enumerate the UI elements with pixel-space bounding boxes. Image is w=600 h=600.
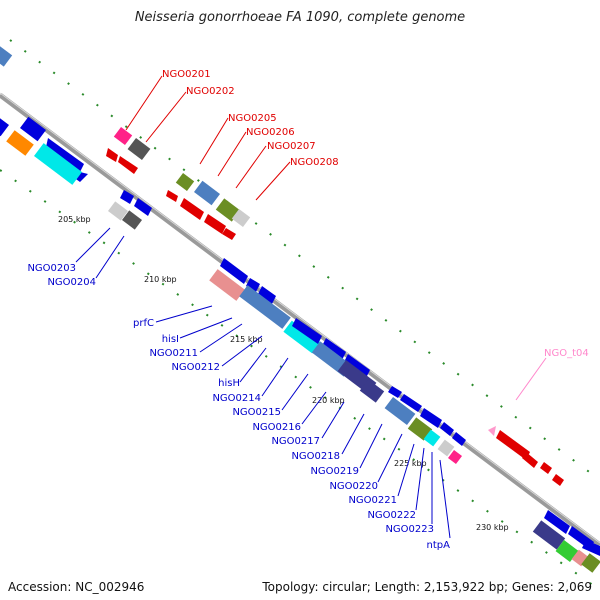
gene-feature — [113, 126, 133, 146]
gene-feature — [440, 422, 454, 436]
tick-label: 225 kbp — [394, 459, 427, 468]
gene-feature — [581, 553, 600, 573]
gene-label: NGO0217 — [271, 436, 320, 447]
map-title: Neisseria gonorrhoeae FA 1090, complete … — [134, 10, 466, 25]
gene-feature — [127, 137, 151, 161]
gene-feature — [120, 190, 134, 204]
gene-feature — [384, 396, 416, 426]
gene-feature — [134, 198, 152, 216]
gene-feature — [6, 130, 34, 156]
trna-feature — [488, 426, 496, 436]
gene-feature — [540, 462, 552, 474]
gene-label: NGO0207 — [267, 141, 316, 152]
gene-feature — [423, 429, 441, 447]
gene-feature — [108, 201, 128, 221]
gene-feature — [231, 208, 251, 228]
accession-text: Accession: NC_002946 — [8, 580, 145, 594]
tick-label: 220 kbp — [312, 396, 345, 405]
gene-feature — [246, 278, 260, 292]
gene-feature — [194, 180, 220, 206]
gene-label: NGO0221 — [348, 495, 397, 506]
gene-feature — [400, 394, 422, 412]
gene-feature — [522, 452, 538, 468]
outer-dotted-guide — [9, 39, 600, 481]
red-leaders — [125, 75, 291, 201]
gene-feature — [118, 156, 138, 174]
gene-feature — [20, 116, 46, 142]
gene-label: NGO0215 — [232, 407, 281, 418]
gene-feature — [322, 338, 346, 360]
gene-feature — [420, 408, 442, 428]
gene-feature — [0, 116, 10, 137]
gene-feature — [582, 540, 600, 556]
gene-label: NGO0223 — [385, 524, 434, 535]
gene-label: NGO0202 — [186, 86, 235, 97]
gene-label: NGO0201 — [162, 69, 211, 80]
genome-backbone-highlight — [0, 92, 600, 544]
gene-feature — [532, 520, 566, 550]
gene-feature — [359, 379, 385, 403]
gene-label: ntpA — [427, 540, 451, 551]
blue-labels: NGO0203 NGO0204 prfC hisI NGO0211 NGO021… — [27, 263, 450, 551]
gene-label: NGO0216 — [252, 422, 301, 433]
gene-feature — [204, 214, 226, 234]
tick-label: 230 kbp — [476, 523, 509, 532]
gene-feature — [34, 143, 82, 185]
gene-feature — [258, 286, 276, 304]
gene-feature — [209, 269, 245, 301]
tick-label: 210 kbp — [144, 275, 177, 284]
gene-label: NGO0203 — [27, 263, 76, 274]
gene-feature — [388, 386, 402, 398]
genome-backbone — [0, 93, 600, 547]
inner-dotted-guide — [0, 169, 600, 591]
gene-feature — [407, 417, 433, 441]
gene-feature — [283, 320, 321, 354]
gene-feature — [106, 148, 118, 162]
gene-feature — [344, 354, 370, 378]
gene-feature — [220, 258, 248, 284]
gene-label: NGO0211 — [149, 348, 198, 359]
gene-label: hisI — [162, 334, 179, 345]
gene-feature — [0, 45, 13, 67]
tick-label: 215 kbp — [230, 335, 263, 344]
gene-label: NGO0218 — [291, 451, 340, 462]
trna-label: NGO_t04 — [544, 348, 589, 359]
gene-feature — [239, 285, 291, 329]
summary-text: Topology: circular; Length: 2,153,922 bp… — [262, 580, 592, 594]
gene-label: NGO0208 — [290, 157, 339, 168]
gene-label: prfC — [133, 318, 154, 329]
gene-feature — [292, 318, 322, 344]
gene-feature — [222, 228, 236, 240]
gene-feature — [175, 172, 195, 192]
gene-feature — [166, 190, 178, 202]
gene-label: NGO0214 — [212, 393, 261, 404]
gene-label: NGO0205 — [228, 113, 277, 124]
gene-feature — [552, 474, 564, 486]
gene-feature — [447, 449, 463, 465]
gene-feature — [452, 432, 466, 446]
tick-label: 205 kbp — [58, 215, 91, 224]
gene-label: hisH — [218, 378, 240, 389]
gene-feature — [122, 210, 142, 230]
gene-label: NGO0220 — [329, 481, 378, 492]
red-labels: NGO0201 NGO0202 NGO0205 NGO0206 NGO0207 … — [162, 69, 339, 168]
gene-feature — [180, 198, 204, 220]
gene-label: NGO0212 — [171, 362, 220, 373]
gene-feature — [555, 539, 579, 563]
gene-label: NGO0222 — [367, 510, 416, 521]
pink-leader — [515, 357, 547, 401]
scale-ticks: 205 kbp 210 kbp 215 kbp 220 kbp 225 kbp … — [58, 215, 509, 532]
gene-feature — [437, 439, 455, 457]
gene-label: NGO0219 — [310, 466, 359, 477]
gene-label: NGO0206 — [246, 127, 295, 138]
gene-feature — [496, 430, 530, 460]
gene-label: NGO0204 — [47, 277, 96, 288]
gene-feature — [544, 510, 570, 534]
blue-leaders — [75, 227, 451, 539]
